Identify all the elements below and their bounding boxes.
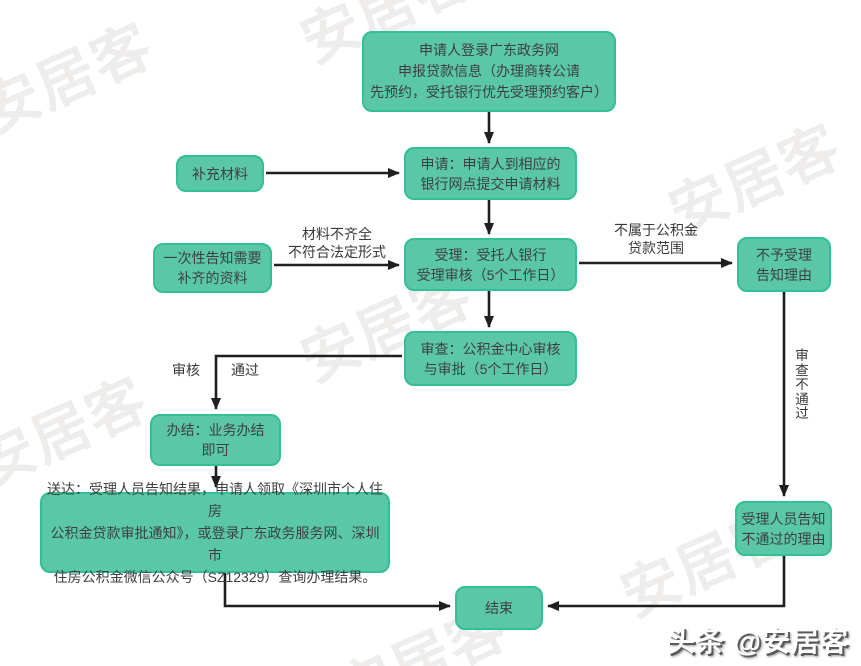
node-center-review: 审查：公积金中心审核 与审批（5个工作日）: [404, 331, 577, 386]
edge-label-audit: 审核: [172, 362, 200, 378]
node-business-complete: 办结：业务办结 即可: [150, 414, 281, 466]
node-acceptance-review: 受理：受托人银行 受理审核（5个工作日）: [404, 238, 577, 291]
node-deliver-result: 送达：受理人员告知结果，申请人领取《深圳市个人住房 公积金贷款审批通知》，或登录…: [40, 481, 390, 585]
edge-label-incomplete-materials: 材料不齐全 不符合法定形式: [288, 226, 386, 260]
edge-label-pass: 通过: [231, 362, 259, 378]
node-login-gov-portal: 申请人登录广东政务网 申报贷款信息（办理商转公请 先预约，受托银行优先受理预约客…: [362, 31, 616, 112]
edge-label-not-in-loan-scope: 不属于公积金 贷款范围: [614, 222, 698, 256]
node-inform-fail-reason: 受理人员告知 不通过的理由: [735, 501, 832, 556]
node-supplement-materials: 补充材料: [176, 155, 264, 192]
node-apply-at-bank: 申请：申请人到相应的 银行网点提交申请材料: [404, 147, 577, 200]
node-reject-with-reason: 不予受理 告知理由: [737, 237, 831, 292]
node-end: 结束: [455, 586, 543, 630]
edge-label-review-fail: 审 查 不 通 过: [795, 348, 809, 421]
node-one-time-notice: 一次性告知需要 补齐的资料: [153, 243, 272, 293]
toutiao-anjuke-badge: 头条 @安居客: [666, 626, 849, 657]
